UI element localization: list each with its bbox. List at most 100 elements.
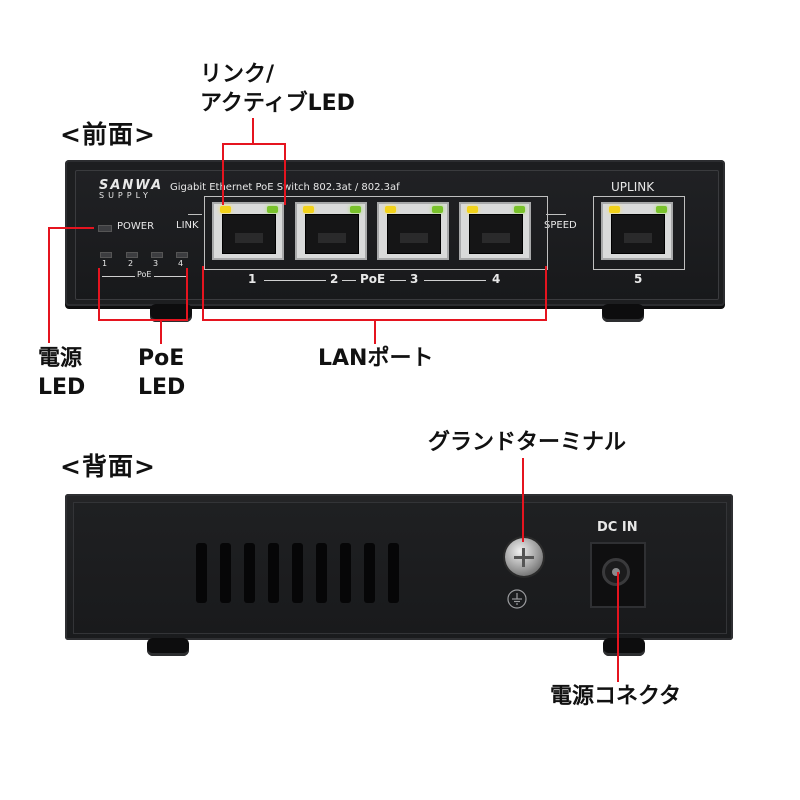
callout-line-dc	[617, 572, 619, 682]
uplink-port-frame	[593, 196, 685, 270]
poe-led-4	[176, 252, 188, 258]
port-1-speed-led	[267, 206, 278, 213]
port-2-contacts	[318, 233, 346, 243]
screw-slot-v	[522, 548, 525, 567]
callout-line-ground	[522, 458, 524, 542]
poe-led-1	[100, 252, 112, 258]
poe-led-group-label: PoE	[135, 270, 154, 279]
port-number-line-b	[342, 280, 356, 281]
vent-slot-4	[268, 543, 279, 603]
port-4-contacts	[482, 233, 510, 243]
dc-jack-pin	[612, 568, 620, 576]
dc-jack-ring	[602, 558, 630, 586]
dc-in-label: DC IN	[597, 520, 638, 535]
poe-led-number-4: 4	[178, 259, 184, 268]
port-3-socket	[387, 214, 441, 254]
callout-line-poe-bottom	[98, 319, 188, 321]
vent-slot-3	[244, 543, 255, 603]
callout-line-poe-left	[98, 268, 100, 320]
poe-led-number-2: 2	[128, 259, 134, 268]
front-section-title: <前面>	[60, 120, 156, 149]
power-led-callout-line2: LED	[38, 375, 86, 400]
link-active-led-callout-line1: リンク/	[200, 62, 275, 87]
lan-port-callout: LANポート	[318, 346, 434, 371]
vent-slot-5	[292, 543, 303, 603]
lan-port-2[interactable]	[295, 202, 367, 260]
poe-led-number-3: 3	[153, 259, 159, 268]
vent-slot-2	[220, 543, 231, 603]
front-left-foot	[150, 304, 192, 322]
uplink-link-led	[609, 206, 620, 213]
brand-subname: SUPPLY	[99, 191, 152, 200]
callout-line-poe-stem	[160, 320, 162, 344]
ground-terminal-callout: グランドターミナル	[428, 430, 627, 455]
uplink-port[interactable]	[601, 202, 673, 260]
callout-line-power-v	[48, 227, 50, 343]
vent-slot-6	[316, 543, 327, 603]
port-2-speed-led	[350, 206, 361, 213]
lan-port-frame	[204, 196, 548, 270]
port-number-1: 1	[248, 272, 257, 286]
speed-label-line	[546, 214, 566, 215]
port-number-line-c	[390, 280, 406, 281]
port-3-speed-led	[432, 206, 443, 213]
lan-port-1[interactable]	[212, 202, 284, 260]
port-number-3: 3	[410, 272, 419, 286]
vent-slot-7	[340, 543, 351, 603]
vent-slot-8	[364, 543, 375, 603]
poe-led-number-1: 1	[102, 259, 108, 268]
uplink-contacts	[624, 233, 652, 243]
power-led-callout: 電源 LED	[38, 344, 85, 402]
port-4-speed-led	[514, 206, 525, 213]
lan-port-3[interactable]	[377, 202, 449, 260]
poe-led-indicators: 1 2 3 4 PoE	[96, 252, 196, 292]
uplink-speed-led	[656, 206, 667, 213]
link-label-line	[188, 214, 202, 215]
vent-slot-1	[196, 543, 207, 603]
back-right-foot	[603, 638, 645, 656]
power-led-label: POWER	[117, 221, 155, 232]
callout-line-lan-right	[545, 266, 547, 320]
poe-led-callout-line1: PoE	[138, 346, 185, 371]
uplink-label: UPLINK	[611, 180, 655, 194]
back-section-title: <背面>	[60, 452, 156, 481]
port-2-socket	[305, 214, 359, 254]
link-label: LINK	[176, 220, 199, 231]
port-2-link-led	[303, 206, 314, 213]
port-1-socket	[222, 214, 276, 254]
front-right-foot	[602, 304, 644, 322]
link-active-led-callout-line2: アクティブLED	[200, 91, 355, 116]
speed-label: SPEED	[544, 220, 577, 231]
power-led	[98, 225, 112, 232]
uplink-socket	[611, 214, 665, 254]
ground-symbol-icon	[507, 589, 527, 609]
port-4-link-led	[467, 206, 478, 213]
callout-line-led-stem	[252, 118, 254, 144]
callout-line-lan-left	[202, 266, 204, 320]
vent-slot-9	[388, 543, 399, 603]
port-4-socket	[469, 214, 523, 254]
poe-led-callout: PoE LED	[138, 344, 185, 402]
port-number-line-d	[424, 280, 486, 281]
port-number-line-a	[264, 280, 326, 281]
brand-name: SANWA	[99, 178, 164, 193]
port-1-link-led	[220, 206, 231, 213]
poe-ports-label: PoE	[360, 272, 386, 286]
callout-line-power-h	[48, 227, 94, 229]
power-led-callout-line1: 電源	[38, 346, 83, 371]
callout-line-poe-right	[186, 268, 188, 320]
ground-terminal-screw[interactable]	[505, 538, 543, 576]
uplink-port-number: 5	[634, 272, 643, 286]
lan-port-4[interactable]	[459, 202, 531, 260]
callout-line-led-left	[222, 143, 224, 205]
port-3-contacts	[400, 233, 428, 243]
callout-line-lan-stem	[374, 320, 376, 344]
port-1-contacts	[235, 233, 263, 243]
link-active-led-callout: リンク/ アクティブLED	[200, 60, 355, 118]
brand-logo: SANWA SUPPLY	[99, 178, 164, 201]
back-left-foot	[147, 638, 189, 656]
callout-line-led-right	[284, 143, 286, 205]
port-3-link-led	[385, 206, 396, 213]
poe-led-3	[151, 252, 163, 258]
callout-line-led-bar	[222, 143, 286, 145]
